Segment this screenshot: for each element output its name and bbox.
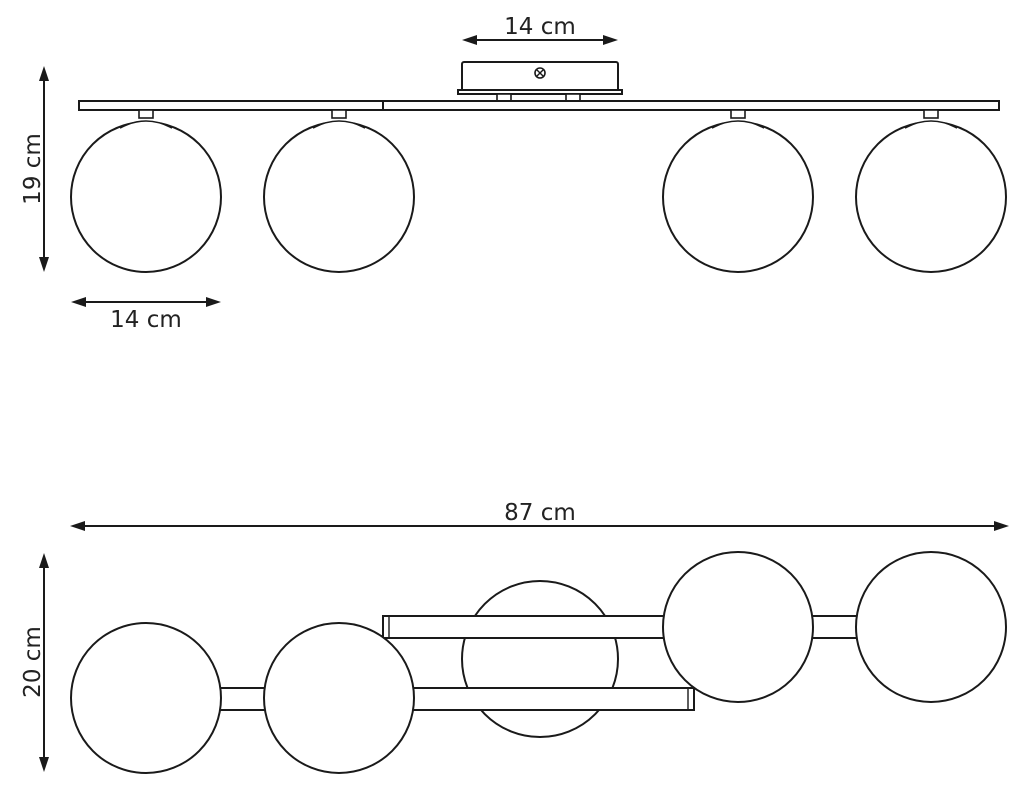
left-mounting-bar bbox=[78, 100, 384, 111]
top-down-view: 87 cm 20 cm bbox=[20, 500, 1009, 774]
canopy-width-label: 14 cm bbox=[504, 14, 576, 40]
globe-lamp bbox=[263, 109, 415, 273]
upper-bar-connector bbox=[807, 615, 859, 639]
total-length-label: 87 cm bbox=[504, 500, 576, 526]
globe-lamp bbox=[70, 109, 222, 273]
globe-lamp bbox=[855, 109, 1007, 273]
canopy-base-plate bbox=[457, 89, 623, 95]
globe-lamp bbox=[855, 551, 1007, 703]
right-mounting-bar bbox=[382, 100, 1000, 111]
total-length-dimension: 87 cm bbox=[70, 500, 1009, 531]
globe-diameter-label: 14 cm bbox=[110, 307, 182, 333]
lower-bar bbox=[409, 687, 695, 711]
canopy-connector bbox=[565, 93, 581, 102]
upper-bar bbox=[382, 615, 666, 639]
ceiling-canopy-round bbox=[461, 580, 619, 738]
canopy-width-dimension: 14 cm bbox=[462, 14, 618, 45]
globe-diameter-dimension: 14 cm bbox=[71, 297, 221, 333]
lower-bar-connector bbox=[214, 687, 268, 711]
canopy-connector bbox=[496, 93, 512, 102]
depth-dimension: 20 cm bbox=[20, 553, 49, 772]
height-label: 19 cm bbox=[20, 133, 46, 205]
height-dimension: 19 cm bbox=[20, 66, 49, 272]
globe-lamp bbox=[70, 622, 222, 774]
front-view: 14 cm 19 cm 14 cm bbox=[20, 14, 1007, 333]
globe-lamp bbox=[662, 551, 814, 703]
canopy-screw-icon bbox=[534, 67, 546, 79]
depth-label: 20 cm bbox=[20, 626, 46, 698]
globe-lamp bbox=[263, 622, 415, 774]
globe-lamp bbox=[662, 109, 814, 273]
